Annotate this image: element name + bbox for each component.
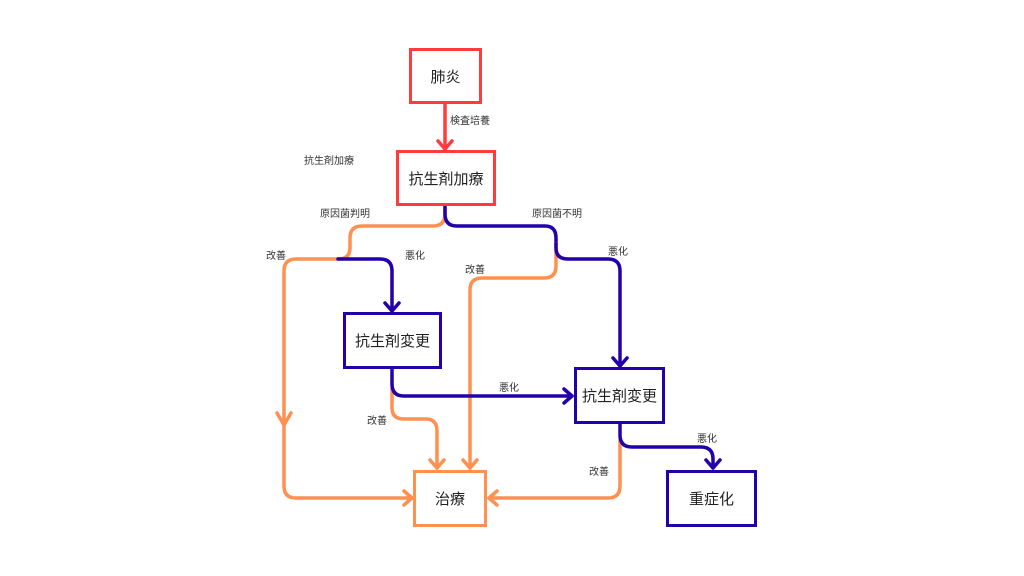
edge-change1-worsen — [390, 367, 574, 405]
label-worsen-left: 悪化 — [405, 251, 425, 262]
label-worsen-severe: 悪化 — [697, 434, 717, 445]
label-improve-change2: 改善 — [589, 467, 609, 478]
label-worsen-change: 悪化 — [499, 383, 519, 394]
edge-change1-improve — [390, 386, 446, 470]
node-severe: 重症化 — [666, 470, 757, 527]
label-side-treatment: 抗生剤加療 — [304, 156, 354, 167]
node-pneumonia: 肺炎 — [409, 48, 482, 104]
label-culture: 検査培養 — [450, 116, 490, 127]
edge-change2-worsen — [618, 422, 722, 470]
node-antibiotic-change-2: 抗生剤変更 — [574, 367, 665, 424]
edge-cause-unknown-improve — [461, 242, 558, 470]
node-antibiotic-treatment: 抗生剤加療 — [396, 150, 496, 206]
label-worsen-right: 悪化 — [608, 247, 628, 258]
edge-cause-known-worsen — [336, 257, 401, 313]
edge-cause-unknown — [443, 204, 558, 246]
edge-change2-improve — [487, 438, 622, 507]
node-antibiotic-change-1: 抗生剤変更 — [343, 312, 442, 369]
node-cure: 治療 — [413, 470, 487, 527]
edge-cause-unknown-worsen — [554, 242, 629, 368]
edge-cause-known-improve — [275, 204, 447, 507]
label-improve-change1: 改善 — [367, 416, 387, 427]
label-cause-known: 原因菌判明 — [320, 209, 370, 220]
label-improve-left: 改善 — [266, 251, 286, 262]
edge-pneumonia-to-treatment — [436, 102, 454, 151]
label-cause-unknown: 原因菌不明 — [532, 209, 582, 220]
label-improve-mid: 改善 — [465, 265, 485, 276]
